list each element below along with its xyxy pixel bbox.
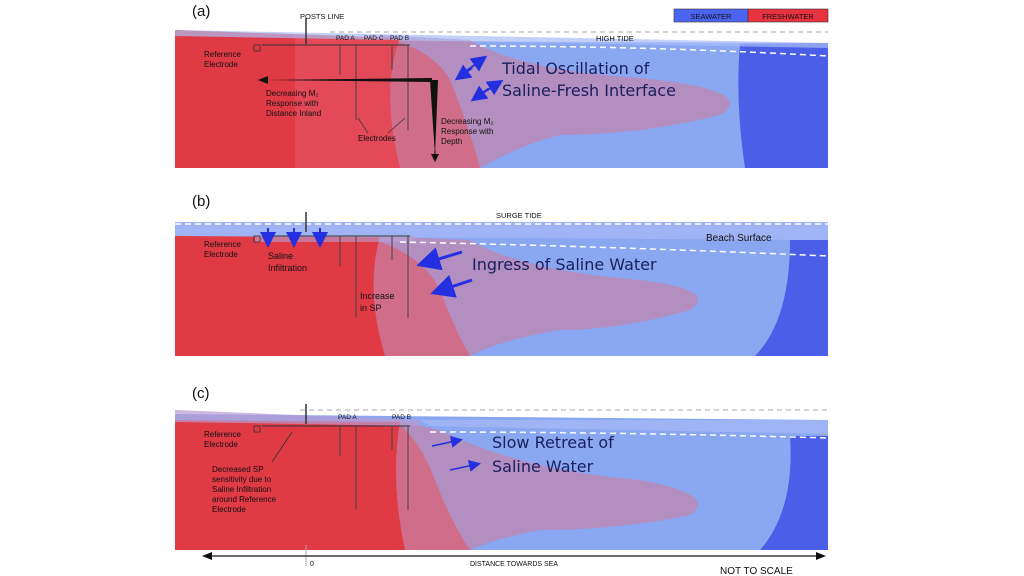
panel-b-tag: (b) [192, 193, 210, 210]
increase-sp-1: Increase [360, 291, 395, 301]
decreased-sp-1: Decreased SP [212, 465, 264, 474]
dec-inland-3: Distance Inland [266, 109, 321, 118]
surge-tide-label: SURGE TIDE [496, 211, 542, 220]
legend-freshwater: FRESHWATER [762, 12, 814, 21]
increase-sp-2: in SP [360, 303, 382, 313]
decreased-sp-4: around Reference [212, 495, 277, 504]
saline-infiltration-2: Infiltration [268, 263, 307, 273]
dec-inland-1: Decreasing M₂ [266, 89, 318, 98]
pad-b-label-c: PAD B [392, 414, 411, 421]
reference-electrode-b-1: Reference [204, 240, 241, 249]
distance-axis: 0 DISTANCE TOWARDS SEA NOT TO SCALE [202, 545, 826, 576]
high-tide-label: HIGH TIDE [596, 34, 634, 43]
pad-c-label: PAD C [364, 35, 384, 42]
decreased-sp-2: sensitivity due to [212, 475, 272, 484]
decreased-sp-5: Electrode [212, 505, 246, 514]
dec-depth-2: Response with [441, 127, 493, 136]
panel-a-tag: (a) [192, 3, 210, 20]
dec-inland-2: Response with [266, 99, 318, 108]
panel-c-tag: (c) [192, 385, 210, 402]
pad-a-label-c: PAD A [338, 414, 357, 421]
axis-zero: 0 [310, 561, 314, 568]
headline-b: Ingress of Saline Water [472, 255, 657, 274]
reference-electrode-c-2: Electrode [204, 440, 238, 449]
dec-depth-3: Depth [441, 137, 462, 146]
saline-infiltration-1: Saline [268, 251, 293, 261]
dec-depth-1: Decreasing M₂ [441, 117, 493, 126]
legend-seawater: SEAWATER [691, 12, 733, 21]
headline-a-1: Tidal Oscillation of [501, 59, 650, 78]
headline-a-2: Saline-Fresh Interface [502, 81, 676, 100]
reference-electrode-b-2: Electrode [204, 250, 238, 259]
panel-a: (a) HIGH TIDE POSTS LINE PAD A PAD C PAD… [175, 3, 829, 168]
posts-line-label: POSTS LINE [300, 12, 344, 21]
electrodes-label: Electrodes [358, 134, 396, 143]
headline-c-2: Saline Water [492, 457, 594, 476]
beach-surface-label: Beach Surface [706, 233, 772, 244]
panel-b: (b) SURGE TIDE Beach Surface Reference E… [175, 193, 829, 356]
decreased-sp-3: Saline Infiltration [212, 485, 271, 494]
reference-electrode-a-2: Electrode [204, 60, 238, 69]
pad-a-label: PAD A [336, 35, 355, 42]
pad-b-label: PAD B [390, 35, 409, 42]
not-to-scale: NOT TO SCALE [720, 566, 793, 576]
panel-c: (c) PAD A PAD B Reference Electrode Decr… [175, 385, 829, 550]
headline-c-1: Slow Retreat of [492, 433, 614, 452]
reference-electrode-c-1: Reference [204, 430, 241, 439]
legend: SEAWATER FRESHWATER [673, 8, 829, 23]
reference-electrode-a-1: Reference [204, 50, 241, 59]
axis-label: DISTANCE TOWARDS SEA [470, 561, 558, 568]
